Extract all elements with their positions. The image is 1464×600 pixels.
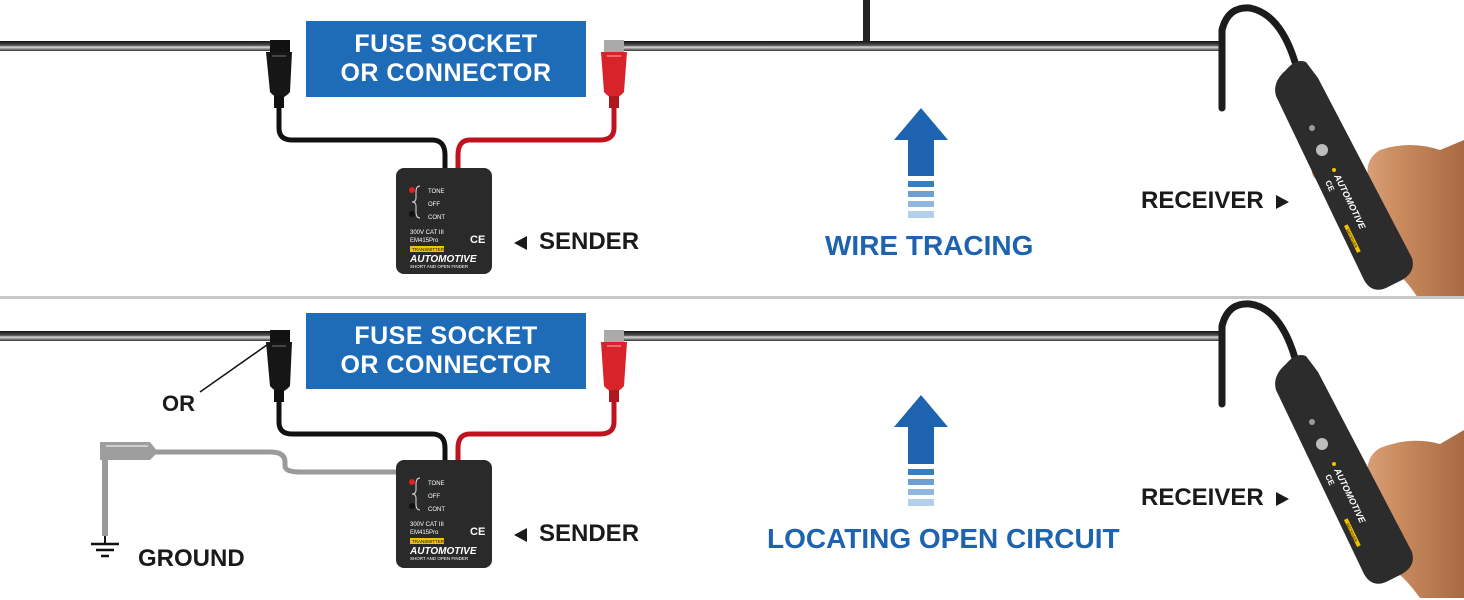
red-lead bbox=[455, 105, 617, 170]
sender-rating: 300V CAT III bbox=[410, 230, 444, 236]
fuse-socket-box: FUSE SOCKET OR CONNECTOR bbox=[306, 21, 586, 97]
fuse-label-line1: FUSE SOCKET bbox=[354, 322, 538, 350]
red-clip-icon bbox=[601, 40, 627, 108]
ground-label: GROUND bbox=[138, 545, 245, 572]
up-arrow-icon bbox=[894, 395, 948, 506]
mode-label: LOCATING OPEN CIRCUIT bbox=[767, 523, 1120, 554]
receiver-device: AUTOMOTIVE CE RECEIVER bbox=[1275, 355, 1413, 584]
black-clip-icon bbox=[266, 330, 292, 402]
ground-symbol-icon bbox=[91, 536, 119, 558]
black-lead bbox=[276, 400, 448, 462]
receiver-label: RECEIVER bbox=[1141, 187, 1289, 215]
wire-right bbox=[604, 41, 1224, 51]
sender-rating: 300V CAT III bbox=[410, 522, 444, 528]
sender-subtitle: SHORT AND OPEN FINDER bbox=[410, 264, 469, 269]
ground-clip-icon bbox=[100, 442, 158, 536]
black-clip-icon bbox=[266, 40, 292, 108]
sender-mode-off: OFF bbox=[428, 202, 440, 208]
sender-label-text: SENDER bbox=[539, 520, 640, 547]
receiver-device: AUTOMOTIVE CE RECEIVER bbox=[1275, 61, 1413, 290]
sender-device: TONE OFF CONT 300V CAT III EM415Pro CE T… bbox=[396, 168, 492, 274]
sender-badge: TRANSMITTER bbox=[412, 539, 445, 544]
branch-wire bbox=[863, 0, 870, 42]
up-arrow-icon bbox=[894, 108, 948, 218]
sender-mode-cont: CONT bbox=[428, 507, 445, 513]
sender-model: EM415Pro bbox=[410, 238, 439, 244]
sender-cert: CE bbox=[470, 234, 485, 246]
sender-subtitle: SHORT AND OPEN FINDER bbox=[410, 556, 469, 561]
receiver-probe bbox=[1218, 4, 1299, 112]
sender-label-text: SENDER bbox=[539, 228, 640, 255]
wire-left bbox=[0, 331, 288, 341]
right-pointer-icon bbox=[1275, 194, 1289, 209]
receiver-probe bbox=[1218, 300, 1299, 408]
receiver-label-text: RECEIVER bbox=[1141, 484, 1264, 511]
or-pointer-line bbox=[199, 339, 275, 393]
black-lead bbox=[276, 105, 448, 170]
or-label: OR bbox=[162, 391, 195, 416]
right-pointer-icon bbox=[1275, 491, 1289, 506]
sender-label: SENDER bbox=[514, 228, 639, 256]
sender-mode-cont: CONT bbox=[428, 215, 445, 221]
sender-mode-tone: TONE bbox=[428, 481, 445, 487]
fuse-label-line2: OR CONNECTOR bbox=[340, 351, 552, 379]
sender-brand: AUTOMOTIVE bbox=[409, 254, 477, 265]
red-lead bbox=[455, 400, 617, 462]
open-circuit-panel: TONE OFF CONT 300V CAT III EM415Pro CE T… bbox=[0, 300, 1464, 598]
receiver-label: RECEIVER bbox=[1141, 484, 1289, 512]
sender-mode-tone: TONE bbox=[428, 189, 445, 195]
panel-divider bbox=[0, 296, 1464, 299]
open-circuit-illustration: TONE OFF CONT 300V CAT III EM415Pro CE T… bbox=[0, 300, 1464, 598]
wire-tracing-panel: TONE OFF CONT 300V CAT III EM415Pro CE T… bbox=[0, 0, 1464, 298]
receiver-label-text: RECEIVER bbox=[1141, 187, 1264, 214]
left-pointer-icon bbox=[514, 235, 527, 250]
wire-left bbox=[0, 41, 288, 51]
wire-tracing-illustration: TONE OFF CONT 300V CAT III EM415Pro CE T… bbox=[0, 0, 1464, 298]
fuse-label-line2: OR CONNECTOR bbox=[340, 59, 552, 87]
sender-badge: TRANSMITTER bbox=[412, 247, 445, 252]
sender-mode-off: OFF bbox=[428, 494, 440, 500]
sender-device: TONE OFF CONT 300V CAT III EM415Pro CE T… bbox=[396, 460, 492, 568]
sender-brand: AUTOMOTIVE bbox=[409, 546, 477, 557]
ground-lead bbox=[148, 449, 398, 475]
fuse-label-line1: FUSE SOCKET bbox=[354, 30, 538, 58]
mode-label: WIRE TRACING bbox=[825, 230, 1034, 261]
fuse-socket-box: FUSE SOCKET OR CONNECTOR bbox=[306, 313, 586, 389]
wire-right bbox=[604, 331, 1224, 341]
left-pointer-icon bbox=[514, 527, 527, 542]
sender-model: EM415Pro bbox=[410, 530, 439, 536]
sender-cert: CE bbox=[470, 526, 485, 538]
red-clip-icon bbox=[601, 330, 627, 402]
sender-label: SENDER bbox=[514, 520, 639, 548]
